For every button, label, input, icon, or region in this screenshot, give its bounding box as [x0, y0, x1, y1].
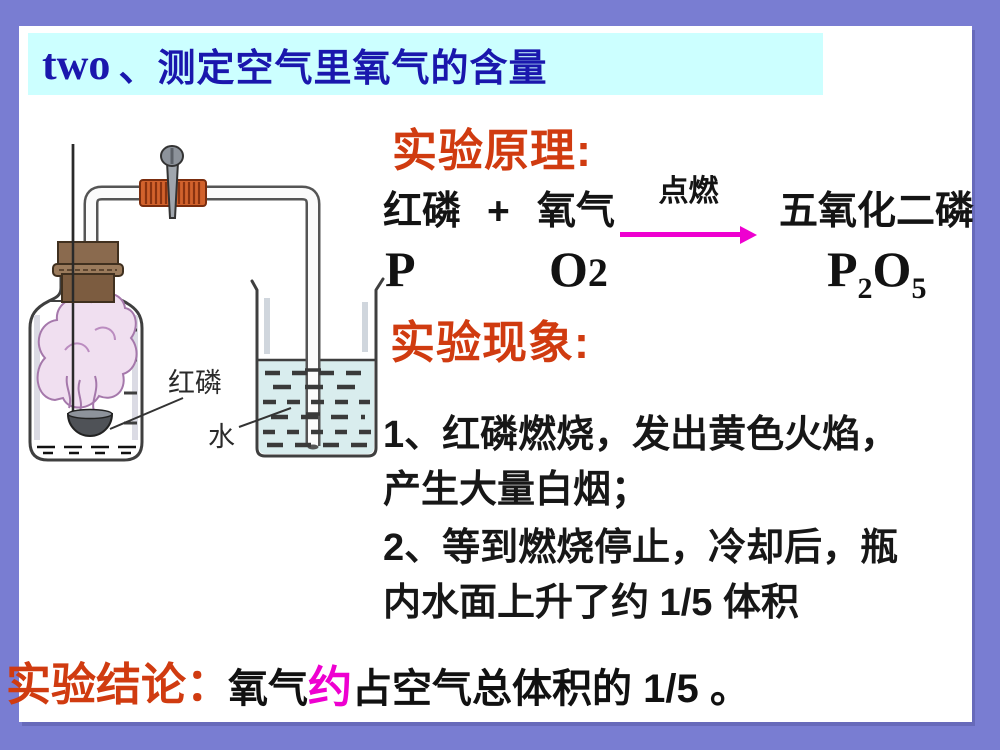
- svg-text:红磷: 红磷: [168, 368, 222, 398]
- formula-p2o5-o: O: [872, 241, 912, 297]
- formula-o2: O2: [549, 242, 608, 297]
- formula-p2o5-sub5: 5: [911, 272, 927, 305]
- label-water: 水: [208, 407, 292, 452]
- formula-p2o5: P2O5: [827, 241, 926, 304]
- stopcock-valve: [139, 145, 207, 219]
- formula-o2-number: 2: [587, 250, 608, 295]
- svg-text:水: 水: [208, 422, 235, 452]
- conclusion-text-before: 氧气: [228, 667, 308, 711]
- phenomenon-item-1: 1、红磷燃烧，发出黄色火焰， 产生大量白烟；: [383, 414, 899, 512]
- conclusion-text-after: 占空气总体积的 1/5 。: [352, 667, 750, 711]
- conclusion-label: 实验结论：: [6, 659, 232, 710]
- formula-p: P: [385, 241, 416, 297]
- experiment-apparatus-illustration: 红磷 水: [28, 144, 385, 462]
- equation-plus-sign: +: [487, 190, 510, 233]
- equation-product-phosphorus-pentoxide: 五氧化二磷: [779, 190, 975, 233]
- formula-o2-base: O: [549, 241, 588, 297]
- title-english: two: [42, 39, 111, 89]
- equation-reactant-oxygen: 氧气: [537, 190, 616, 233]
- reaction-arrow-icon: [620, 226, 757, 244]
- title-chinese: 、测定空气里氧气的含量: [118, 47, 548, 90]
- conclusion-text: 氧气约占空气总体积的 1/5 。: [228, 666, 750, 710]
- water-dashes: [263, 370, 371, 448]
- bottle-bottom-water-dashes: [37, 445, 137, 455]
- reaction-arrow-shaft: [620, 232, 741, 237]
- equation-condition-ignite: 点燃: [658, 175, 719, 208]
- principle-heading: 实验原理:: [392, 125, 592, 176]
- phenomenon-heading: 实验现象:: [390, 317, 590, 368]
- conclusion-highlight-approx: 约: [308, 663, 352, 712]
- slide-background: [19, 26, 972, 722]
- equation-reactant-red-phosphorus: 红磷: [383, 190, 462, 233]
- rubber-stopper: [52, 144, 124, 303]
- formula-p2o5-sub2: 2: [857, 272, 873, 305]
- formula-p2o5-p: P: [827, 241, 858, 297]
- reaction-arrow-head: [740, 226, 757, 244]
- label-red-phosphorus: 红磷: [109, 368, 222, 430]
- smoke-cloud: [36, 292, 138, 415]
- phenomenon-item-2: 2、等到燃烧停止，冷却后，瓶 内水面上升了约 1/5 体积: [383, 527, 899, 625]
- title-banner: two 、测定空气里氧气的含量: [28, 33, 823, 95]
